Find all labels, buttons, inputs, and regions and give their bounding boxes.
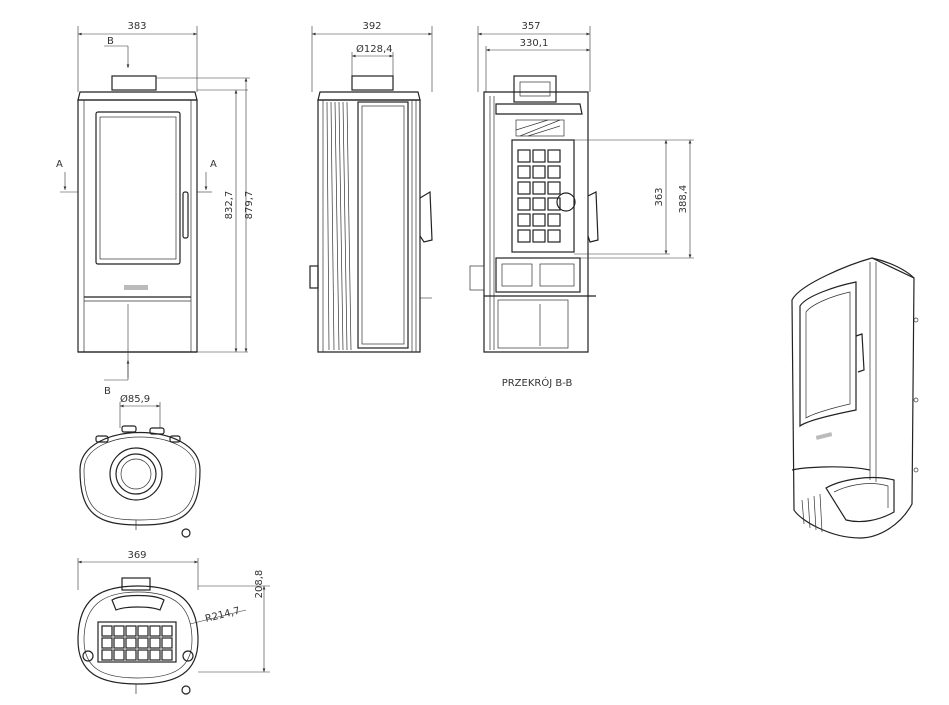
- bottom-depth-label: 208,8: [254, 570, 265, 599]
- section-title: PRZEKRÓJ B-B: [502, 376, 573, 389]
- section-mark-b-top: B: [107, 36, 114, 47]
- section-mark-b-bottom: B: [104, 386, 111, 397]
- top-view: Ø85,9: [79, 393, 201, 538]
- section-height-2-label: 388,4: [678, 185, 689, 214]
- section-b-b: 357 330,1: [469, 21, 694, 389]
- front-width-label: 383: [127, 21, 146, 32]
- height-total-label: 879,7: [244, 191, 255, 220]
- grate-grid: [101, 625, 173, 661]
- firebrick-grid: [517, 149, 561, 243]
- flue-diameter-top-label: Ø85,9: [120, 393, 150, 405]
- bottom-view: 369: [77, 550, 270, 695]
- section-mark-a-right: A: [210, 159, 217, 170]
- section-height-1-label: 363: [654, 187, 665, 206]
- section-mark-a-left: A: [56, 159, 63, 170]
- section-width-label: 357: [521, 21, 540, 32]
- isometric-view: [791, 257, 919, 539]
- bottom-width-label: 369: [127, 550, 146, 561]
- side-width-label: 392: [362, 21, 381, 32]
- side-view: 392 Ø128,4: [309, 21, 433, 353]
- section-inner-width-label: 330,1: [520, 38, 549, 49]
- bottom-radius-label: R214,7: [204, 606, 241, 625]
- flue-diameter-side-label: Ø128,4: [356, 43, 393, 55]
- front-view: 383 B A A: [56, 21, 255, 397]
- height-door-label: 832,7: [224, 191, 235, 220]
